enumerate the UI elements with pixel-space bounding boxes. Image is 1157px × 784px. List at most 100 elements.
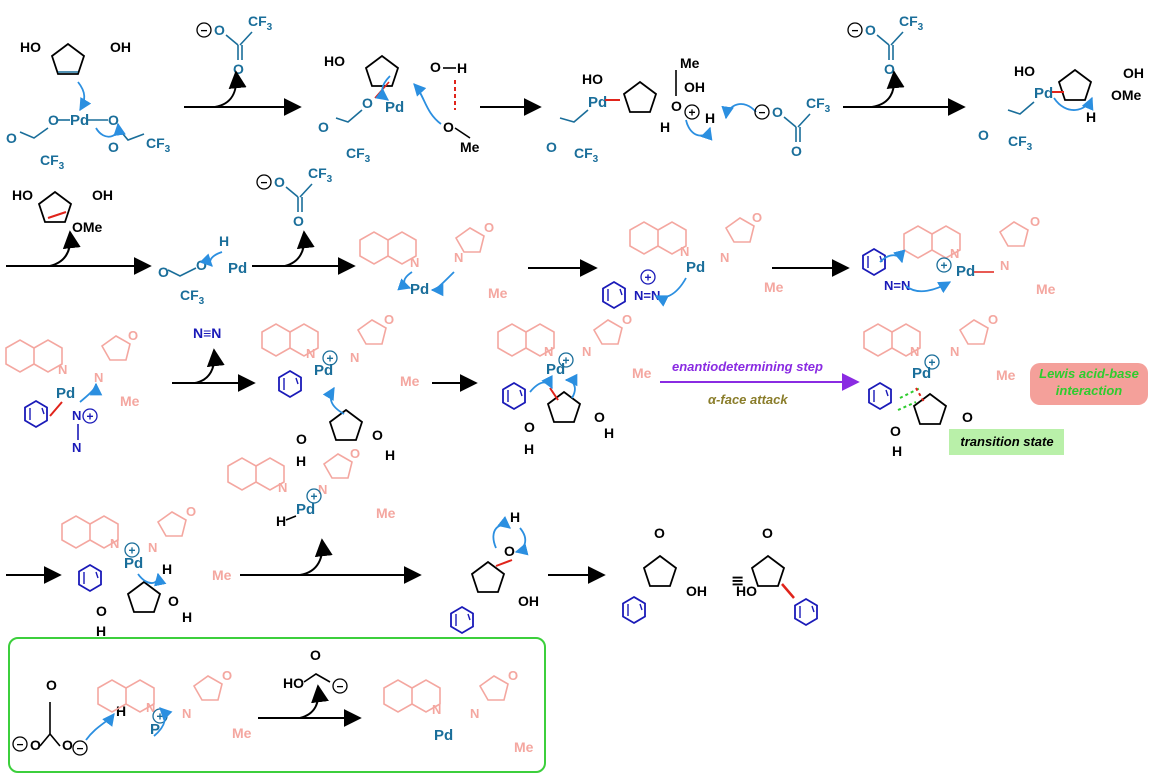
o-label: O bbox=[318, 119, 329, 135]
o-label: O bbox=[484, 220, 494, 235]
h-label: H bbox=[604, 425, 614, 441]
o-label: O bbox=[30, 737, 41, 753]
tfa-anion-top-o2: O bbox=[233, 61, 244, 77]
curly-arrow bbox=[413, 83, 442, 125]
tfa-anion-mid-o: O bbox=[772, 104, 783, 120]
o-label: O bbox=[430, 59, 441, 75]
o-label: O bbox=[752, 210, 762, 225]
pd-label: Pd bbox=[686, 259, 705, 276]
bicarbonate-charge-sign: − bbox=[336, 680, 343, 694]
tfa-acid-row2-o: O bbox=[274, 174, 285, 190]
transition-state-label: transition state bbox=[960, 434, 1054, 449]
diazonium-charge bbox=[82, 408, 98, 424]
bicarbonate-bonds bbox=[303, 673, 331, 683]
curly-arrow bbox=[95, 122, 126, 138]
n-label: N bbox=[1000, 258, 1009, 273]
tfa-anion-top-bond bbox=[225, 34, 239, 46]
curly-arrow bbox=[721, 103, 757, 120]
byproduct-arrow bbox=[299, 538, 333, 576]
tfa-acid-row2-bond bbox=[285, 186, 299, 198]
pd-charge bbox=[924, 354, 940, 370]
oxonium-charge bbox=[684, 104, 700, 120]
tfa-acid-top-charge bbox=[847, 22, 863, 38]
pd-label: Pd bbox=[410, 281, 429, 298]
carbonate-charge-sign: − bbox=[76, 742, 83, 756]
pd-charge-sign: + bbox=[310, 490, 317, 504]
me-label: Me bbox=[376, 505, 396, 521]
oxazoline-ring bbox=[725, 217, 755, 243]
phenyl-ring bbox=[862, 248, 886, 276]
phenyl-ring bbox=[602, 281, 626, 309]
pd-label: Pd bbox=[56, 385, 75, 402]
oxazoline-ring bbox=[323, 453, 353, 479]
oh-label: OH bbox=[1123, 65, 1144, 81]
me-label: Me bbox=[460, 139, 480, 155]
n-label: N bbox=[454, 250, 463, 265]
n-label: N bbox=[278, 480, 287, 495]
ho-label: HO bbox=[736, 583, 757, 599]
tfa-backbone bbox=[167, 267, 197, 277]
n-label: N bbox=[432, 702, 441, 717]
nitrogen-gas-label: N≡N bbox=[193, 325, 221, 341]
n-label: N bbox=[72, 408, 81, 423]
phenyl-ring bbox=[794, 598, 818, 626]
cyclopentene-diol-ring bbox=[547, 391, 581, 423]
o-label: O bbox=[372, 427, 383, 443]
carbonyl-o-label: O bbox=[46, 677, 57, 693]
h-label: H bbox=[296, 453, 306, 469]
enol-double-bond bbox=[495, 559, 513, 567]
o-label: O bbox=[671, 98, 682, 114]
me-label: Me bbox=[212, 567, 232, 583]
n-label: N bbox=[544, 344, 553, 359]
carbonate-charge-sign: − bbox=[16, 738, 23, 752]
cyclopentanone-ring bbox=[643, 555, 677, 587]
pd-charge bbox=[306, 488, 322, 504]
cf3-label: CF3 bbox=[574, 145, 599, 165]
azo-label: N=N bbox=[884, 278, 910, 293]
byproduct-arrow bbox=[299, 684, 329, 719]
curly-arrow bbox=[430, 271, 455, 297]
cyclopentane-ring-4 bbox=[1058, 69, 1092, 101]
h-label: H bbox=[219, 233, 229, 249]
n-label: N bbox=[58, 362, 67, 377]
h-label: H bbox=[524, 441, 534, 457]
o-label: O bbox=[222, 668, 232, 683]
o-label: O bbox=[196, 257, 207, 273]
oxazoline-ring bbox=[593, 319, 623, 345]
pd-charge-sign: + bbox=[928, 356, 935, 370]
pd-label: Pd bbox=[385, 99, 404, 116]
diazonium-label: N=N bbox=[634, 288, 660, 303]
n-label: N bbox=[680, 244, 689, 259]
curly-arrow bbox=[375, 75, 391, 101]
cf3-label: CF3 bbox=[40, 152, 65, 172]
n-label: N bbox=[318, 482, 327, 497]
tfa-acid-top-cf3: CF3 bbox=[899, 13, 924, 33]
o-label: O bbox=[988, 312, 998, 327]
pd-charge-sign: + bbox=[128, 544, 135, 558]
me-label: Me bbox=[996, 367, 1016, 383]
curly-arrow bbox=[492, 516, 511, 549]
n-label: N bbox=[410, 255, 419, 270]
oxazoline-ring bbox=[999, 221, 1029, 247]
curly-arrow bbox=[199, 251, 223, 267]
carbonyl-o-label: O bbox=[654, 525, 665, 541]
enantiodetermining-step-label: enantiodetermining step bbox=[672, 359, 823, 374]
tfa-anion-top-charge-sign: − bbox=[200, 24, 207, 38]
me-label: Me bbox=[232, 725, 252, 741]
tfa-acid-row2-charge-sign: − bbox=[260, 176, 267, 190]
quinoline-ligand bbox=[227, 457, 285, 491]
pd-charge-sign: + bbox=[326, 352, 333, 366]
tfa-acid-row2-cf3: CF3 bbox=[308, 165, 333, 185]
cyclopentene-ring-2 bbox=[365, 55, 399, 87]
o-label: O bbox=[6, 130, 17, 146]
n-label: N bbox=[146, 700, 155, 715]
h-label: H bbox=[892, 443, 902, 459]
h-label: H bbox=[116, 703, 126, 719]
bicarbonate-charge bbox=[332, 678, 348, 694]
curly-arrow bbox=[137, 572, 167, 587]
curly-arrow bbox=[85, 712, 115, 741]
byproduct-arrow bbox=[194, 348, 225, 384]
h-label: H bbox=[385, 447, 395, 463]
o-label: O bbox=[594, 409, 605, 425]
curly-arrow bbox=[685, 119, 713, 141]
